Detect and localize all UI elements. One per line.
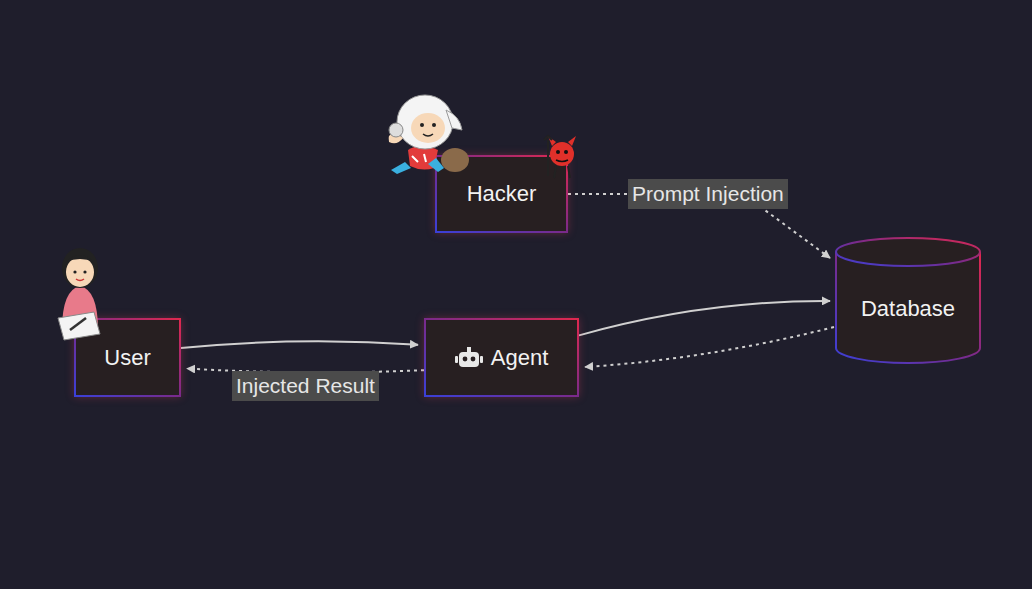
node-label: Hacker	[467, 181, 537, 207]
node-label: Database	[861, 296, 955, 322]
node-label: User	[104, 345, 150, 371]
edge-label: Injected Result	[232, 371, 379, 401]
database-cylinder: Database	[834, 236, 982, 366]
dashed-arrow	[585, 327, 834, 367]
robot-icon	[455, 346, 483, 370]
solid-arrow	[181, 341, 418, 348]
node-label: Agent	[491, 345, 549, 371]
actor-box: Hacker	[435, 155, 568, 233]
agent-box: Agent	[424, 318, 579, 397]
solid-arrow	[579, 301, 830, 335]
actor-box: User	[74, 318, 181, 397]
edge-label: Prompt Injection	[628, 179, 788, 209]
